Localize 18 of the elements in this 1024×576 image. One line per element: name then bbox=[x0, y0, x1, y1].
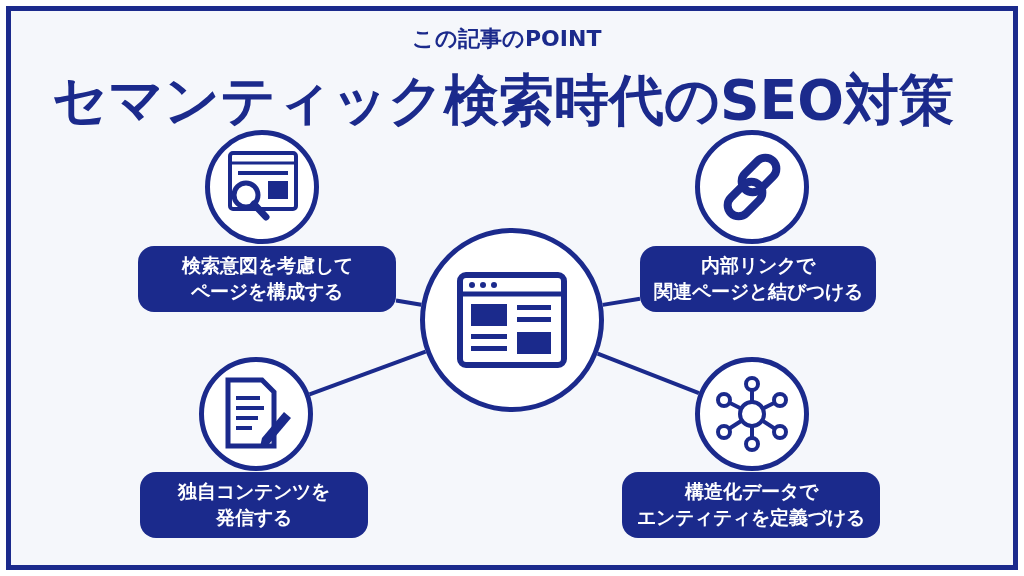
title: セマンティック検索時代のSEO対策 bbox=[52, 67, 954, 134]
point-text: 内部リンクで bbox=[701, 253, 815, 279]
point-text: 検索意図を考慮して bbox=[181, 253, 353, 279]
label-pill bbox=[622, 472, 880, 538]
label-pill bbox=[138, 246, 396, 312]
point-text: 構造化データで bbox=[684, 479, 818, 505]
point-text: 発信する bbox=[216, 505, 292, 530]
point-text: 関連ページと結びつける bbox=[653, 279, 863, 304]
point-text: ページを構成する bbox=[191, 279, 343, 304]
label-pill bbox=[640, 246, 876, 312]
label-pill bbox=[140, 472, 368, 538]
connector-line bbox=[308, 349, 427, 397]
point-text: エンティティを定義づける bbox=[637, 505, 865, 530]
subtitle: この記事のPOINT bbox=[412, 25, 602, 53]
connector-line bbox=[395, 298, 422, 307]
connector-line bbox=[596, 351, 700, 396]
point-text: 独自コンテンツを bbox=[178, 479, 330, 505]
connector-line bbox=[602, 296, 641, 307]
